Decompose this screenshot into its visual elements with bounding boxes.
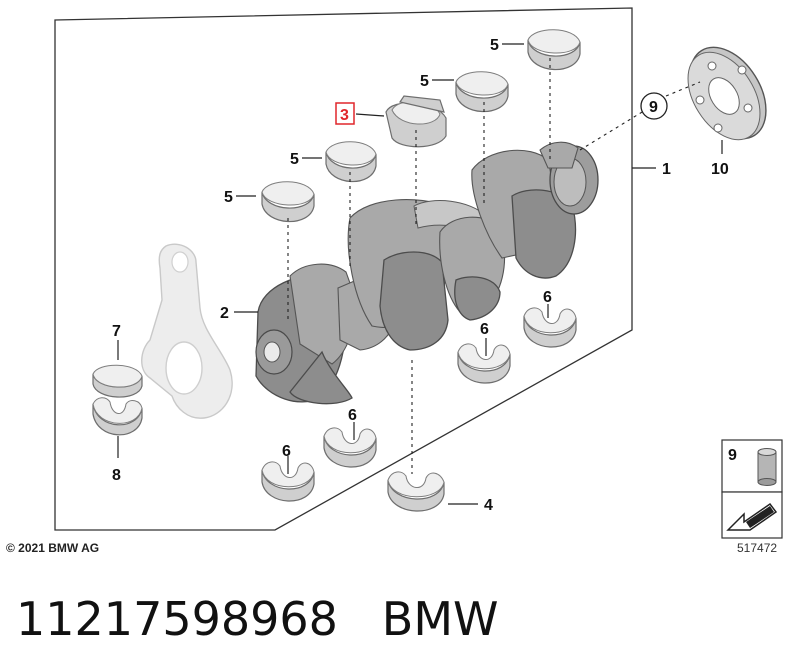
callout-9-circle — [640, 92, 668, 120]
bearing-shell-6-a — [261, 461, 315, 502]
callout-5-c: 5 — [420, 73, 429, 90]
callout-5-b: 5 — [290, 151, 299, 168]
bearing-shell-4 — [387, 471, 445, 512]
callout-7: 7 — [112, 323, 121, 340]
highlight-box-3 — [335, 102, 355, 125]
callout-5-a: 5 — [224, 189, 233, 206]
part-number-caption: 11217598968 BMW — [16, 592, 499, 646]
callout-8: 8 — [112, 467, 121, 484]
thrust-bearing-3 — [385, 95, 447, 148]
callout-6-b: 6 — [348, 407, 357, 424]
diagram-reference-number: 517472 — [737, 541, 778, 555]
sleeve-icon — [757, 448, 777, 486]
bearing-shell-7 — [92, 364, 143, 398]
flex-plate-10 — [687, 46, 767, 141]
callout-3-highlighted: 3 — [340, 107, 349, 124]
bearing-shell-5-c — [455, 71, 509, 113]
bearing-shell-6-b — [323, 427, 377, 468]
dashed-guide-lines — [287, 58, 701, 474]
bearing-shell-6-c — [457, 343, 511, 384]
bearing-shell-6-d — [523, 307, 577, 348]
callout-4: 4 — [484, 497, 493, 514]
legend-box: 9 — [721, 439, 783, 539]
leader-lines — [117, 43, 723, 505]
callout-2: 2 — [220, 305, 229, 322]
bearing-shell-5-a — [261, 181, 315, 223]
bearing-shell-5-b — [325, 141, 377, 183]
callout-6-d: 6 — [543, 289, 552, 306]
crankshaft-illustration — [255, 141, 599, 405]
bearing-shell-8 — [92, 397, 143, 436]
callout-9: 9 — [649, 99, 658, 116]
legend-item-number: 9 — [728, 447, 737, 464]
callout-6-c: 6 — [480, 321, 489, 338]
callout-10: 10 — [711, 161, 729, 178]
bearing-shell-5-d — [527, 29, 581, 71]
direction-arrow-icon — [726, 502, 778, 531]
callout-6-a: 6 — [282, 443, 291, 460]
callout-1: 1 — [662, 161, 671, 178]
connecting-rod-illustration — [141, 243, 233, 419]
assembly-frame — [54, 7, 633, 531]
callout-5-d: 5 — [490, 37, 499, 54]
copyright-notice: © 2021 BMW AG — [6, 541, 100, 555]
